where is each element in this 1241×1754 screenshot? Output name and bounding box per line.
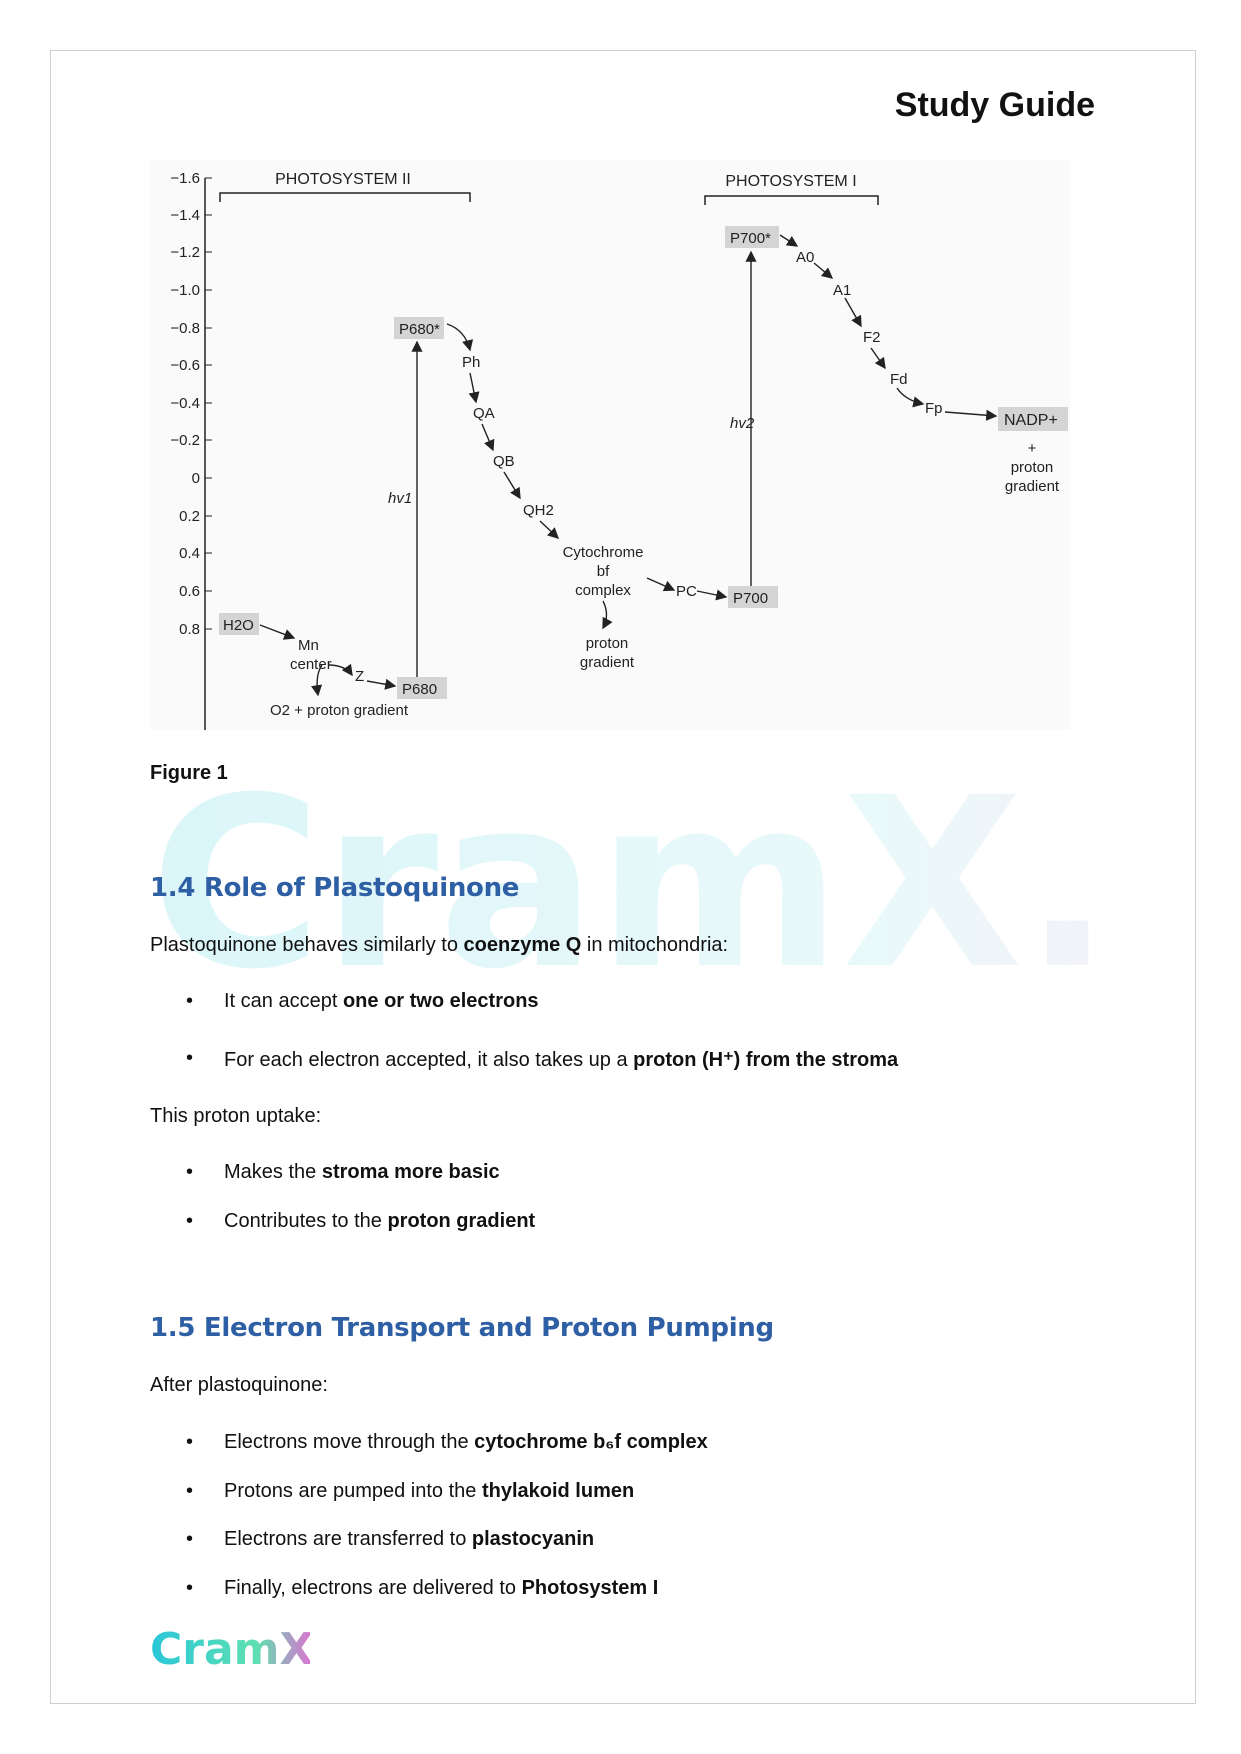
section-1-4-intro: Plastoquinone behaves similarly to coenz… (150, 934, 729, 956)
tick-2: −1.4 (170, 207, 212, 224)
svg-text:−0.4: −0.4 (170, 395, 200, 412)
list-item: •Finally, electrons are delivered to Pho… (186, 1577, 659, 1599)
svg-text:−0.6: −0.6 (170, 357, 200, 374)
p700-label: P700 (733, 590, 768, 607)
tick-12: 0.6 (179, 583, 212, 600)
ps2-bracket: PHOTOSYSTEM II (219, 171, 471, 202)
z-scheme-figure: −1.6 −1.4 −1.2 −1.0 −0.8 −0.6 −0.4 −0.2 … (150, 160, 1070, 730)
hv1-label: hv1 (388, 490, 412, 507)
svg-text:PHOTOSYSTEM I: PHOTOSYSTEM I (725, 173, 856, 190)
ph-label: Ph (462, 354, 480, 371)
p700-star-label: P700* (730, 230, 771, 247)
svg-text:0.2: 0.2 (179, 508, 200, 525)
tick-3: −1.2 (170, 244, 212, 261)
cyt-label-2: bf (597, 563, 610, 580)
tick-5: −0.8 (170, 320, 212, 337)
y-axis-ticks: −1.6 −1.4 −1.2 −1.0 −0.8 −0.6 −0.4 −0.2 … (170, 170, 212, 638)
svg-text:−1.6: −1.6 (170, 170, 200, 187)
proton-label-b: proton (1011, 459, 1054, 476)
svg-text:0.4: 0.4 (179, 545, 200, 562)
tick-7: −0.4 (170, 395, 212, 412)
p700-box (728, 586, 778, 608)
list-item: •For each electron accepted, it also tak… (186, 1047, 899, 1071)
h2o-label: H2O (223, 617, 254, 634)
nadp-box (998, 407, 1068, 431)
ps1-bracket: PHOTOSYSTEM I (704, 173, 879, 205)
p680-star-label: P680* (399, 321, 440, 338)
section-1-5-intro: After plastoquinone: (150, 1374, 328, 1396)
nadp-label: NADP+ (1004, 412, 1058, 429)
svg-text:0.6: 0.6 (179, 583, 200, 600)
figure-caption: Figure 1 (150, 762, 228, 784)
list-item: •Electrons are transferred to plastocyan… (186, 1528, 595, 1550)
arrows (259, 234, 998, 697)
z-label: Z (355, 668, 364, 685)
center-label: center (290, 656, 332, 673)
svg-text:−0.2: −0.2 (170, 432, 200, 449)
tick-4: −1.0 (170, 282, 212, 299)
svg-text:−1.4: −1.4 (170, 207, 200, 224)
list-item: •Electrons move through the cytochrome b… (186, 1431, 708, 1453)
page-border (50, 50, 1196, 1704)
tick-9: 0 (192, 470, 212, 487)
o2-label: O2 + proton gradient (270, 702, 409, 719)
proton-label-a: proton (586, 635, 629, 652)
tick-13: 0.8 (179, 621, 212, 638)
p680-star-box (394, 317, 444, 339)
plus-label: + (1028, 440, 1037, 457)
list-item: •Contributes to the proton gradient (186, 1210, 536, 1232)
svg-text:−1.0: −1.0 (170, 282, 200, 299)
section-heading-1-4: 1.4 Role of Plastoquinone (150, 873, 520, 903)
list-item: •It can accept one or two electrons (186, 990, 539, 1012)
fp-label: Fp (925, 400, 943, 417)
p700-star-box (725, 226, 779, 248)
mn-label: Mn (298, 637, 319, 654)
qh2-label: QH2 (523, 502, 554, 519)
p680-label: P680 (402, 681, 437, 698)
list-item: •Makes the stroma more basic (186, 1161, 500, 1183)
tick-10: 0.2 (179, 508, 212, 525)
svg-text:0.8: 0.8 (179, 621, 200, 638)
page-title: Study Guide (894, 86, 1095, 124)
qa-label: QA (473, 405, 495, 422)
proton-uptake-intro: This proton uptake: (150, 1105, 322, 1127)
fd-label: Fd (890, 371, 908, 388)
gradient-label-a: gradient (580, 654, 635, 671)
tick-6: −0.6 (170, 357, 212, 374)
h2o-box (219, 613, 259, 635)
qb-label: QB (493, 453, 515, 470)
hv2-label: hv2 (730, 415, 755, 432)
list-item: •Protons are pumped into the thylakoid l… (186, 1480, 635, 1502)
a0-label: A0 (796, 249, 814, 266)
cyt-label-1: Cytochrome (563, 544, 644, 561)
f2-label: F2 (863, 329, 881, 346)
tick-11: 0.4 (179, 545, 212, 562)
cyt-label-3: complex (575, 582, 631, 599)
p680-box (397, 677, 447, 699)
logo-text: CramX (150, 1624, 310, 1672)
svg-text:−0.8: −0.8 (170, 320, 200, 337)
cramx-logo: CramX (150, 1622, 314, 1677)
svg-text:PHOTOSYSTEM II: PHOTOSYSTEM II (275, 171, 411, 188)
tick-8: −0.2 (170, 432, 212, 449)
a1-label: A1 (833, 282, 851, 299)
svg-text:0: 0 (192, 470, 200, 487)
svg-text:−1.2: −1.2 (170, 244, 200, 261)
tick-1: −1.6 (170, 170, 212, 187)
pc-label: PC (676, 583, 697, 600)
gradient-label-b: gradient (1005, 478, 1060, 495)
section-heading-1-5: 1.5 Electron Transport and Proton Pumpin… (150, 1313, 774, 1343)
